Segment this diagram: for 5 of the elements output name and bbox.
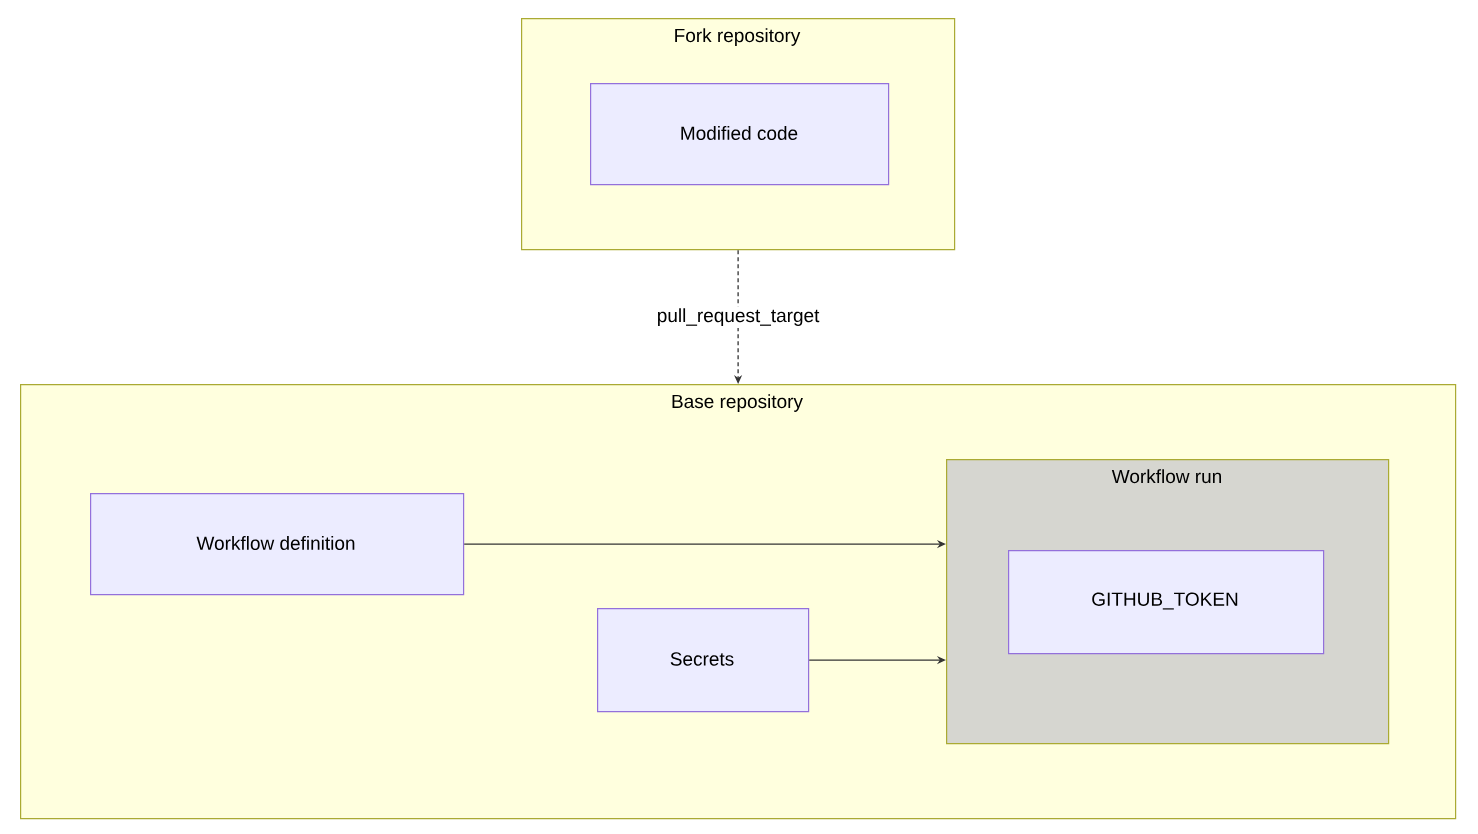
- process-box: Secrets: [597, 608, 810, 713]
- edge-label: pull_request_target: [654, 306, 822, 328]
- process-box: Workflow definition: [90, 493, 465, 596]
- process-box: Modified code: [590, 83, 890, 186]
- process-box: GITHUB_TOKEN: [1008, 550, 1325, 655]
